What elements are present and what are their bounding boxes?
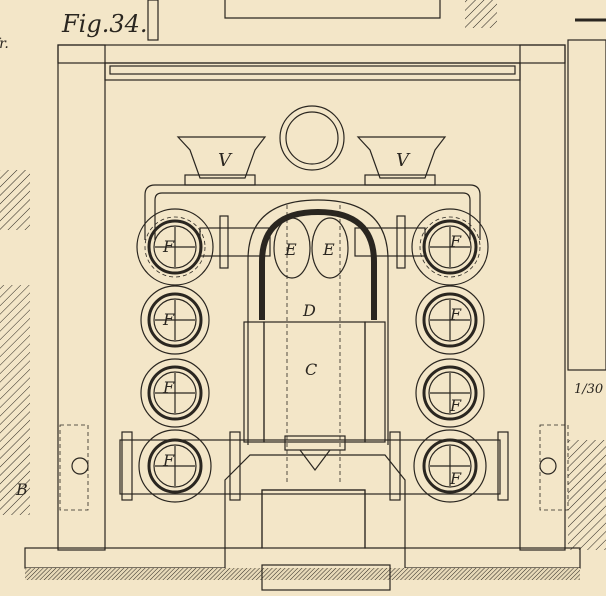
svg-text:V: V	[396, 150, 411, 171]
svg-text:C: C	[305, 360, 317, 379]
retort-left-4: F	[138, 429, 212, 503]
vessel-left: V	[176, 136, 267, 186]
retort-right-4: F	[413, 429, 487, 503]
section-mark: B	[15, 480, 28, 499]
svg-text:F: F	[449, 305, 462, 324]
adjacent-figure-fragments	[0, 0, 606, 550]
retort-left-3: F	[140, 358, 210, 428]
svg-text:F: F	[162, 310, 175, 329]
svg-text:F: F	[162, 451, 175, 470]
svg-text:F: F	[162, 378, 175, 397]
outer-walls	[24, 44, 581, 580]
svg-text:V: V	[218, 150, 233, 171]
svg-text:F: F	[449, 396, 462, 415]
retort-right-2: F	[415, 285, 485, 355]
vessel-right: V	[356, 136, 447, 186]
top-flue	[279, 105, 345, 171]
furnace: E E D C	[224, 199, 406, 591]
svg-text:F: F	[449, 232, 462, 251]
retort-right-1: F	[411, 208, 489, 286]
retort-right-3: F	[415, 358, 485, 428]
svg-text:F: F	[449, 469, 462, 488]
svg-text:F: F	[162, 237, 175, 256]
margin-fragment: ƒr.	[0, 36, 9, 52]
svg-text:D: D	[302, 301, 316, 320]
svg-text:E: E	[284, 240, 297, 259]
figure-title: Fig.34.	[61, 10, 148, 38]
retorts: F F F F F F F	[136, 208, 489, 503]
retort-left-2: F	[140, 285, 210, 355]
scale-note: 1/30 n. G	[574, 382, 606, 397]
grate	[284, 435, 346, 451]
svg-text:E: E	[322, 240, 335, 259]
pipework	[59, 184, 569, 511]
retort-left-1: F	[136, 208, 214, 286]
